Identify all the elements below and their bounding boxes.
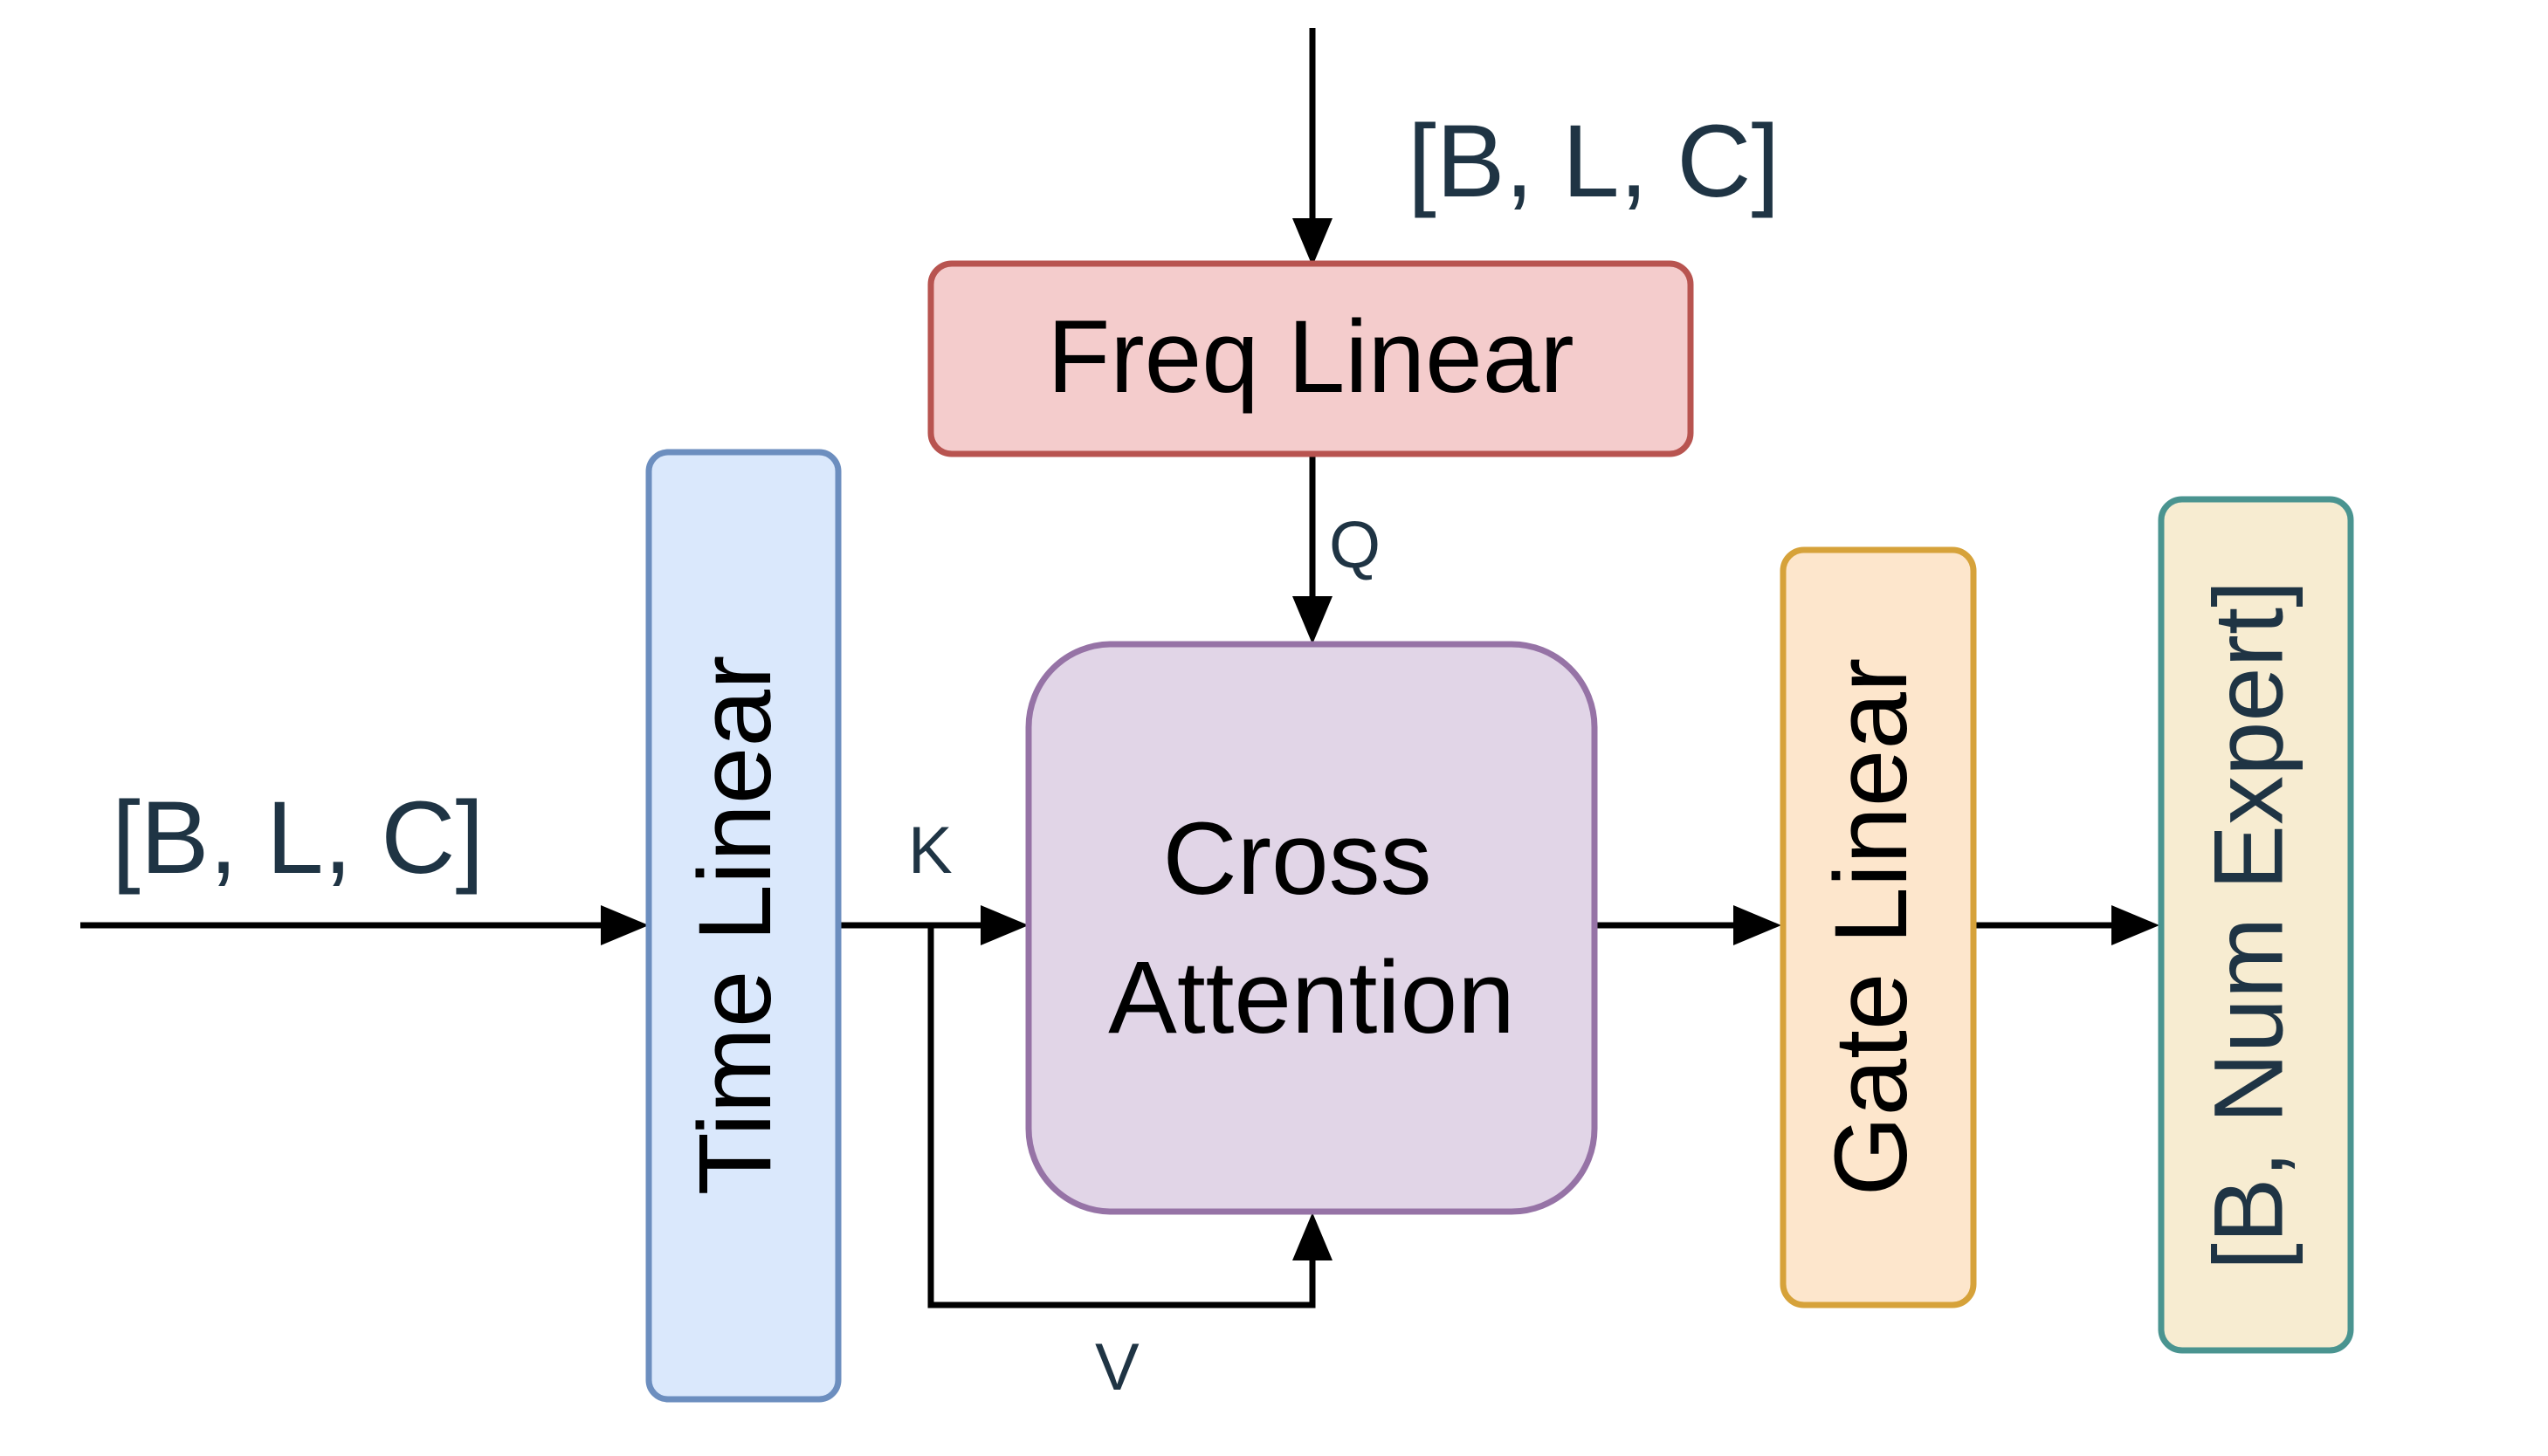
gate-linear-box xyxy=(1780,546,1977,1308)
freq-linear-label: Freq Linear xyxy=(1047,299,1574,415)
cross-attention-label-line-2: Attention xyxy=(1108,940,1515,1055)
time-input-shape-label: [B, L, C] xyxy=(112,780,484,896)
key-label: K xyxy=(908,814,953,888)
query-label: Q xyxy=(1329,508,1381,582)
output-box xyxy=(2158,496,2354,1354)
node-gate-linear: Gate Linear xyxy=(1780,546,1977,1308)
node-output: [B, Num Expert] xyxy=(2158,496,2354,1354)
edge-labels: [B, L, C] [B, L, C] Q K V xyxy=(112,104,1780,1404)
edge-attention-to-gate-arrowhead xyxy=(1733,905,1781,945)
cross-attention-label: Cross Attention xyxy=(1108,801,1515,1055)
edge-freq-input-arrowhead xyxy=(1292,218,1333,266)
freq-input-shape-label: [B, L, C] xyxy=(1408,104,1780,219)
edge-value xyxy=(927,925,1316,1308)
value-label: V xyxy=(1095,1330,1140,1404)
time-linear-box xyxy=(645,449,842,1403)
output-label: [B, Num Expert] xyxy=(2194,580,2304,1270)
node-freq-linear: Freq Linear xyxy=(927,260,1694,457)
node-time-linear: Time Linear xyxy=(645,449,842,1403)
edge-query-arrowhead xyxy=(1292,596,1333,644)
gate-linear-label: Gate Linear xyxy=(1814,658,1929,1197)
cross-attention-box xyxy=(1025,641,1598,1215)
node-cross-attention: Cross Attention xyxy=(1025,641,1598,1215)
edge-time-input-arrowhead xyxy=(601,905,649,945)
edges xyxy=(80,28,2159,1308)
edge-gate-to-output-arrowhead xyxy=(2111,905,2159,945)
edge-value-arrowhead xyxy=(1292,1212,1333,1260)
freq-linear-box xyxy=(927,260,1694,457)
time-linear-label: Time Linear xyxy=(678,656,793,1196)
cross-attention-label-line-1: Cross xyxy=(1163,801,1432,917)
edge-key-arrowhead xyxy=(981,905,1029,945)
